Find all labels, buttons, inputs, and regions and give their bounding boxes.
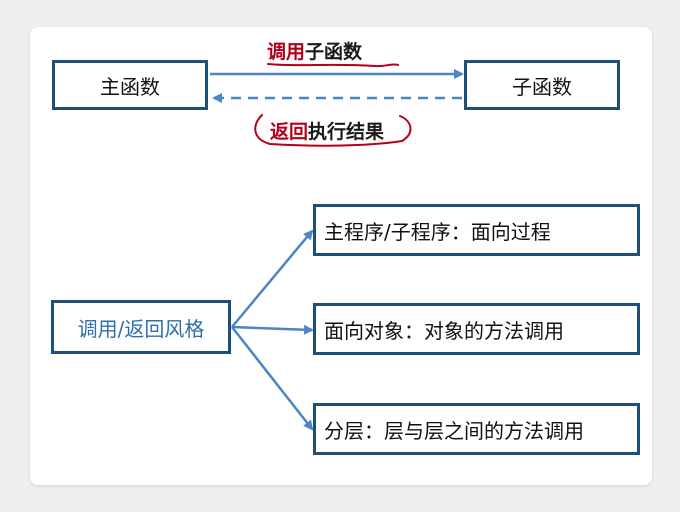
sub-function-box: 子函数 [464, 60, 620, 110]
return-label-black: 执行结果 [308, 121, 385, 143]
branch-arrow-3 [231, 326, 314, 431]
branch-box-object-oriented: 面向对象：对象的方法调用 [313, 303, 640, 355]
branch-label-procedural: 主程序/子程序：面向过程 [324, 219, 551, 244]
branch-arrow-1 [231, 229, 314, 328]
branch-arrow-2 [231, 324, 314, 335]
main-function-label: 主函数 [100, 74, 160, 99]
branch-box-procedural: 主程序/子程序：面向过程 [313, 204, 640, 256]
return-label-red: 返回 [270, 121, 309, 143]
call-label-underline [267, 63, 399, 68]
branch-label-layered: 分层：层与层之间的方法调用 [324, 418, 584, 443]
style-root-label: 调用/返回风格 [77, 316, 205, 341]
call-label-black: 子函数 [305, 41, 363, 63]
return-label: 返回执行结果 [270, 117, 384, 144]
main-function-box: 主函数 [52, 60, 208, 110]
call-label: 调用子函数 [267, 37, 362, 64]
slide: 主函数 子函数 调用子函数 返回执行结果 调用/返回风格 主程序/子程序：面向过… [30, 27, 652, 485]
style-root-box: 调用/返回风格 [51, 300, 231, 354]
branch-label-object-oriented: 面向对象：对象的方法调用 [324, 318, 564, 343]
sub-function-label: 子函数 [512, 74, 572, 99]
return-label-circle [254, 114, 412, 147]
call-label-red: 调用 [267, 41, 306, 63]
branch-box-layered: 分层：层与层之间的方法调用 [313, 403, 640, 455]
